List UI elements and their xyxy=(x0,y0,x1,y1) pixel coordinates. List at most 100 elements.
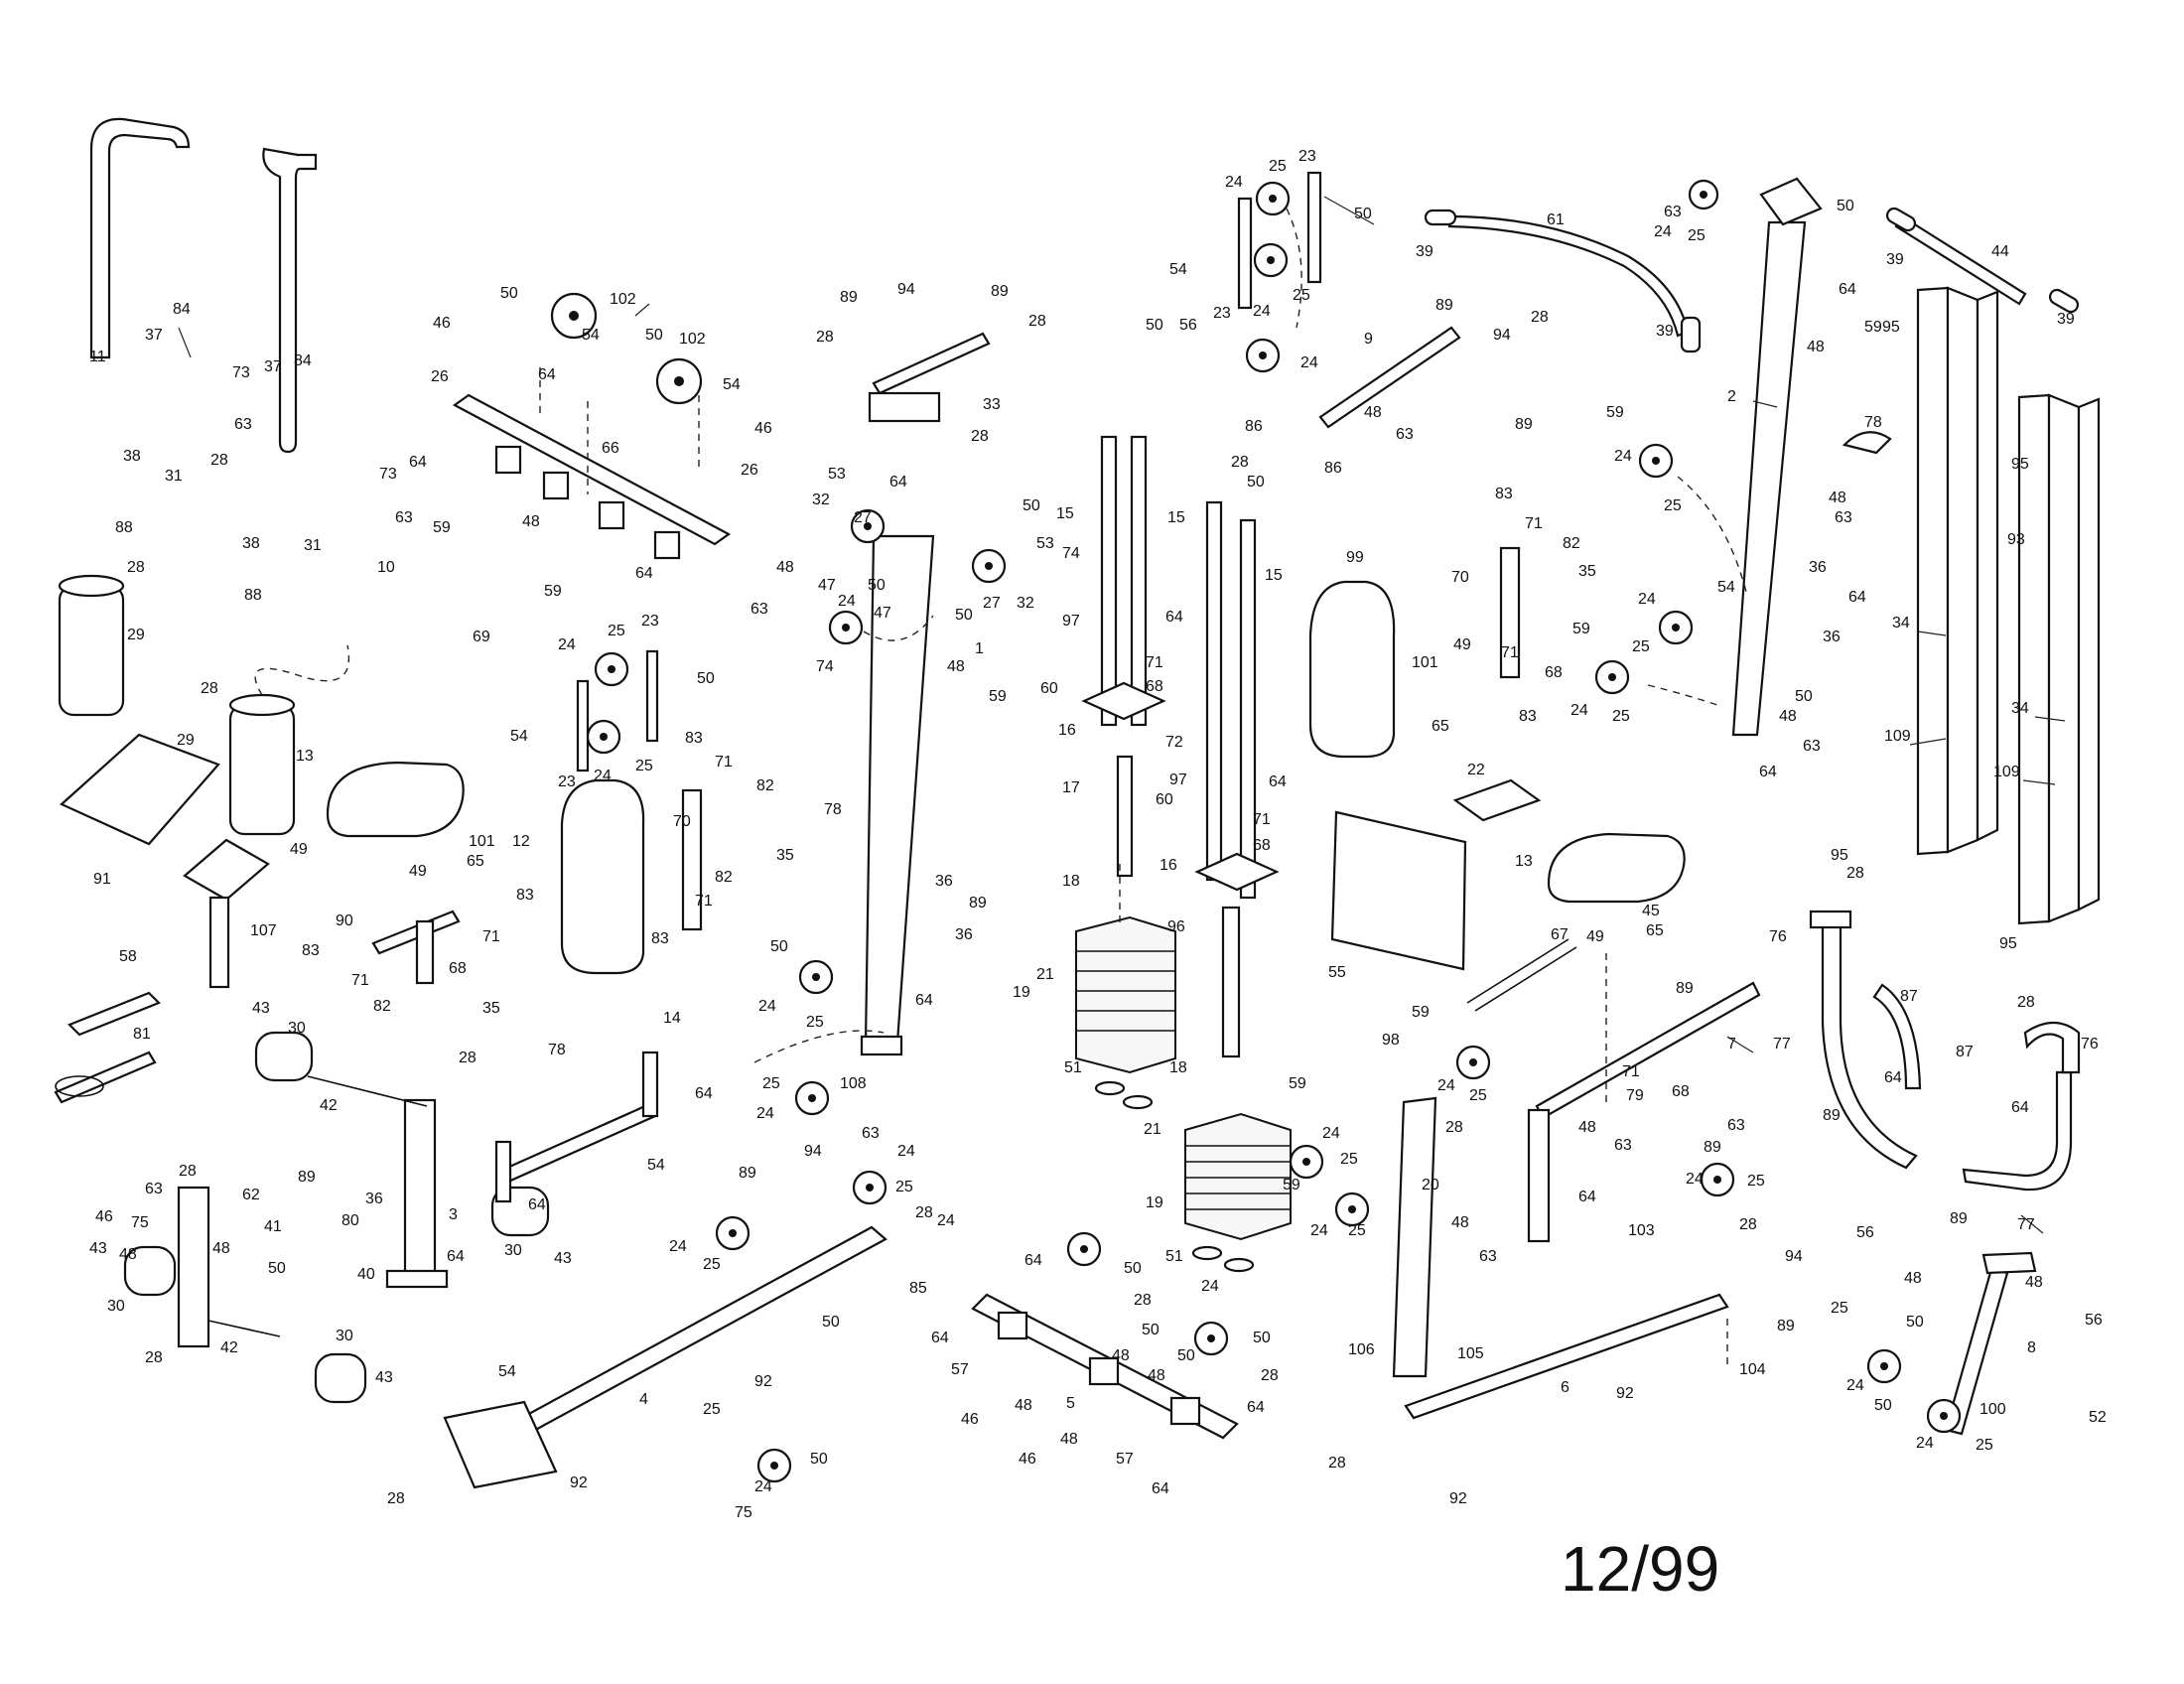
callout-46: 46 xyxy=(433,315,451,332)
callout-24: 24 xyxy=(1846,1377,1864,1394)
selector-rod-17 xyxy=(1116,755,1134,878)
callout-63: 63 xyxy=(1664,204,1682,220)
callout-81: 81 xyxy=(133,1026,151,1043)
callout-25: 25 xyxy=(1632,638,1650,655)
callout-48: 48 xyxy=(1060,1431,1078,1448)
callout-28: 28 xyxy=(2017,994,2035,1011)
callout-14: 14 xyxy=(663,1010,681,1027)
callout-64: 64 xyxy=(528,1196,546,1213)
callout-95: 95 xyxy=(1882,319,1900,336)
callout-64: 64 xyxy=(1152,1480,1169,1497)
callout-83: 83 xyxy=(302,942,320,959)
callout-28: 28 xyxy=(1261,1367,1279,1384)
pulley-24-mid xyxy=(794,959,834,1116)
callout-46: 46 xyxy=(961,1411,979,1428)
bushings-51-right xyxy=(1191,1245,1255,1273)
callout-48: 48 xyxy=(1807,339,1825,355)
callout-95: 95 xyxy=(1831,847,1848,864)
callout-64: 64 xyxy=(447,1248,465,1265)
callout-101: 101 xyxy=(469,833,495,850)
callout-101: 101 xyxy=(1412,654,1438,671)
pulley-24-center-right xyxy=(1289,1045,1735,1227)
callout-64: 64 xyxy=(1848,589,1866,606)
curl-bar-61 xyxy=(1424,209,1702,353)
base-frame-4 xyxy=(443,1170,887,1489)
callout-89: 89 xyxy=(298,1169,316,1186)
callout-50: 50 xyxy=(500,285,518,302)
callout-31: 31 xyxy=(304,537,322,554)
callout-24: 24 xyxy=(758,998,776,1015)
callout-71: 71 xyxy=(482,928,500,945)
callout-28: 28 xyxy=(387,1490,405,1507)
pulley-24-left-pair xyxy=(576,649,659,772)
callout-50: 50 xyxy=(1023,497,1040,514)
callout-102: 102 xyxy=(679,331,706,348)
handle-87 xyxy=(1872,983,1922,1090)
callout-28: 28 xyxy=(459,1050,477,1066)
callout-25: 25 xyxy=(806,1014,824,1031)
callout-24: 24 xyxy=(1201,1278,1219,1295)
callout-15: 15 xyxy=(1265,567,1283,584)
upright-2 xyxy=(1731,177,1823,737)
callout-82: 82 xyxy=(756,777,774,794)
guide-rods-right xyxy=(1205,500,1257,900)
callout-24: 24 xyxy=(1916,1435,1934,1452)
callout-50: 50 xyxy=(1177,1347,1195,1364)
callout-43: 43 xyxy=(252,1000,270,1017)
callout-10: 10 xyxy=(377,559,395,576)
callout-64: 64 xyxy=(695,1085,713,1102)
top-plate-16-left xyxy=(1081,681,1166,721)
callout-63: 63 xyxy=(862,1125,880,1142)
callout-28: 28 xyxy=(1328,1455,1346,1472)
callout-28: 28 xyxy=(1739,1216,1757,1233)
callout-65: 65 xyxy=(1646,922,1664,939)
callout-42: 42 xyxy=(220,1339,238,1356)
callout-32: 32 xyxy=(1017,595,1034,612)
callout-86: 86 xyxy=(1245,418,1263,435)
callout-64: 64 xyxy=(1759,764,1777,780)
callout-61: 61 xyxy=(1547,211,1565,228)
callout-25: 25 xyxy=(1469,1087,1487,1104)
callout-93: 93 xyxy=(2007,531,2025,548)
callout-25: 25 xyxy=(1831,1300,1848,1317)
seat-pad-91 xyxy=(60,733,220,846)
callout-78: 78 xyxy=(824,801,842,818)
crossbar-9 xyxy=(1318,326,1461,429)
callout-68: 68 xyxy=(449,960,467,977)
callout-48: 48 xyxy=(1779,708,1797,725)
callout-54: 54 xyxy=(498,1363,516,1380)
post-70-left xyxy=(681,788,703,931)
callout-24: 24 xyxy=(1310,1222,1328,1239)
callout-28: 28 xyxy=(1531,309,1549,326)
callout-15: 15 xyxy=(1167,509,1185,526)
callout-89: 89 xyxy=(1823,1107,1841,1124)
callout-26: 26 xyxy=(431,368,449,385)
callout-64: 64 xyxy=(1165,609,1183,626)
callout-71: 71 xyxy=(351,972,369,989)
callout-24: 24 xyxy=(669,1238,687,1255)
callout-79: 79 xyxy=(1626,1087,1644,1104)
callout-28: 28 xyxy=(1445,1119,1463,1136)
callout-48: 48 xyxy=(119,1246,137,1263)
pulley-bracket-23-top xyxy=(1237,171,1322,310)
callout-50: 50 xyxy=(770,938,788,955)
callout-50: 50 xyxy=(1837,198,1854,214)
callout-53: 53 xyxy=(1036,535,1054,552)
callout-97: 97 xyxy=(1169,772,1187,788)
callout-23: 23 xyxy=(558,773,576,790)
callout-25: 25 xyxy=(635,758,653,774)
callout-57: 57 xyxy=(1116,1451,1134,1468)
callout-49: 49 xyxy=(290,841,308,858)
callout-24: 24 xyxy=(1638,591,1656,608)
base-frame-6 xyxy=(1404,1293,1729,1420)
callout-18: 18 xyxy=(1169,1059,1187,1076)
callout-53: 53 xyxy=(828,466,846,483)
callout-29: 29 xyxy=(177,732,195,749)
callout-50: 50 xyxy=(1795,688,1813,705)
callout-30: 30 xyxy=(107,1298,125,1315)
callout-38: 38 xyxy=(242,535,260,552)
callout-23: 23 xyxy=(641,613,659,630)
callout-25: 25 xyxy=(1293,287,1310,304)
callout-24: 24 xyxy=(1225,174,1243,191)
base-frame-5 xyxy=(971,1231,1239,1440)
